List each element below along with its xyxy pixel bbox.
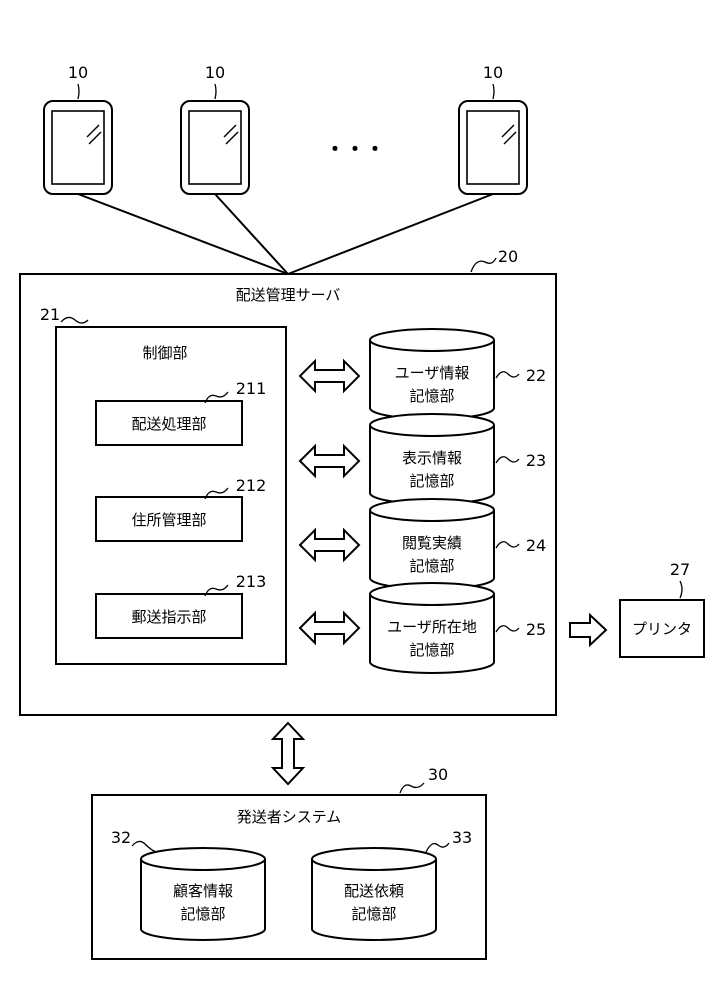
storage-33-ref-leader — [425, 842, 450, 853]
printer-label: プリンタ — [632, 620, 692, 638]
sender-system-title: 発送者システム — [237, 808, 342, 826]
terminal-3-ref-leader — [492, 83, 495, 100]
double-arrow-23 — [298, 443, 361, 479]
storage-25-ref: 25 — [526, 620, 546, 639]
storage-25-label-line2: 記憶部 — [409, 641, 454, 659]
address-management-unit-box — [95, 496, 243, 542]
printer-arrow — [569, 612, 608, 648]
storage-22-label-line1: ユーザ情報 — [395, 364, 470, 382]
delivery-server-box — [19, 273, 557, 716]
sender-system-box — [91, 794, 487, 960]
storage-23-cylinder — [369, 413, 495, 505]
terminal-2 — [180, 100, 250, 195]
delivery-server-title: 配送管理サーバ — [236, 286, 341, 304]
double-arrow-25 — [298, 610, 361, 646]
storage-23-label-line1: 表示情報 — [402, 449, 462, 467]
printer-box — [619, 599, 705, 658]
control-unit-box — [55, 326, 287, 665]
delivery-server-ref-leader — [470, 257, 497, 273]
mailing-instruction-unit-ref-leader — [204, 584, 229, 597]
storage-24-ref: 24 — [526, 536, 546, 555]
terminal-1-ref-leader — [77, 83, 80, 100]
delivery-processing-unit-ref-leader — [204, 391, 229, 404]
sender-system-ref: 30 — [428, 765, 448, 784]
storage-25-label-line1: ユーザ所在地 — [387, 618, 477, 636]
storage-22-ref: 22 — [526, 366, 546, 385]
ellipsis: ・・・ — [325, 137, 385, 161]
storage-22-ref-leader — [495, 371, 520, 379]
printer-ref-leader — [679, 580, 683, 599]
printer-ref: 27 — [670, 560, 690, 579]
storage-33-label-line1: 配送依頼 — [344, 882, 404, 900]
storage-25-ref-leader — [495, 625, 520, 633]
storage-23-ref-leader — [495, 456, 520, 464]
storage-33-cylinder — [311, 847, 437, 941]
storage-24-cylinder — [369, 498, 495, 590]
control-unit-ref: 21 — [40, 305, 60, 324]
storage-22-cylinder — [369, 328, 495, 420]
control-unit-title: 制御部 — [142, 344, 187, 362]
bidirectional-arrows — [298, 358, 361, 646]
control-unit-ref-leader — [60, 316, 89, 324]
storage-32-label-line2: 記憶部 — [180, 905, 225, 923]
delivery-processing-unit-ref: 211 — [236, 379, 267, 398]
address-management-unit-ref: 212 — [236, 476, 267, 495]
terminal-3 — [458, 100, 528, 195]
storage-23-ref: 23 — [526, 451, 546, 470]
storage-25-cylinder — [369, 582, 495, 674]
mailing-instruction-unit-ref: 213 — [236, 572, 267, 591]
storage-24-label-line1: 閲覧実績 — [402, 534, 462, 552]
network-lines — [77, 193, 494, 275]
storage-32-cylinder — [140, 847, 266, 941]
address-management-unit-label: 住所管理部 — [131, 511, 206, 529]
delivery-processing-unit-box — [95, 400, 243, 446]
storage-24-ref-leader — [495, 541, 520, 549]
terminal-1-ref: 10 — [68, 63, 88, 82]
terminal-3-ref: 10 — [483, 63, 503, 82]
storage-33-label-line2: 記憶部 — [351, 905, 396, 923]
storage-24-label-line2: 記憶部 — [409, 557, 454, 575]
storage-32-ref: 32 — [111, 828, 131, 847]
address-management-unit-ref-leader — [204, 487, 229, 500]
storage-33-ref: 33 — [452, 828, 472, 847]
storage-22-label-line2: 記憶部 — [409, 387, 454, 405]
storage-23-label-line2: 記憶部 — [409, 472, 454, 490]
mailing-instruction-unit-label: 郵送指示部 — [131, 608, 206, 626]
storage-32-ref-leader — [131, 840, 157, 853]
storage-32-label-line1: 顧客情報 — [173, 882, 233, 900]
double-arrow-22 — [298, 358, 361, 394]
mailing-instruction-unit-box — [95, 593, 243, 639]
delivery-processing-unit-label: 配送処理部 — [131, 415, 206, 433]
double-arrow-24 — [298, 527, 361, 563]
sender-system-ref-leader — [399, 782, 425, 794]
terminal-2-ref: 10 — [205, 63, 225, 82]
server-sender-double-arrow — [270, 721, 306, 786]
terminal-1 — [43, 100, 113, 195]
delivery-server-ref: 20 — [498, 247, 518, 266]
terminal-2-ref-leader — [214, 83, 217, 100]
